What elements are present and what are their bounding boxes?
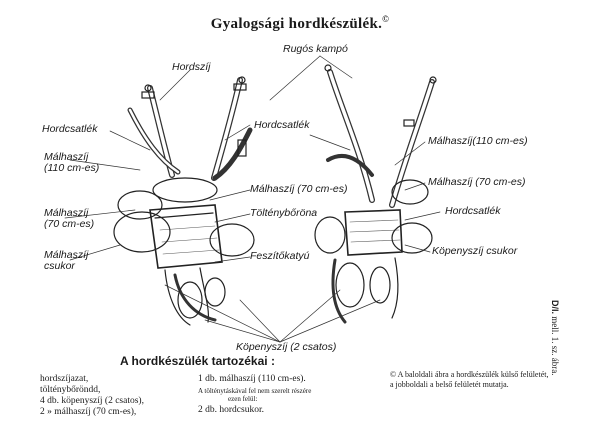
label-kopenyszij-csukor: Köpenyszíj csukor bbox=[432, 245, 518, 257]
side-reference: D/l. mell. 1. sz. ábra. bbox=[550, 300, 560, 376]
page-title: Gyalogsági hordkészülék.© bbox=[0, 14, 600, 33]
list-item: hordszíjazat, bbox=[40, 374, 89, 384]
label-hordcsatlek-mid: Hordcsatlék bbox=[254, 119, 310, 131]
list-item: 4 db. köpenyszíj (2 csatos), bbox=[40, 396, 144, 406]
label-malhaszij-70-left-line2: (70 cm-es) bbox=[44, 218, 95, 230]
label-toltenyborona: Tölténybőröna bbox=[250, 207, 318, 219]
accessories-list-left: hordszíjazat, tölténybőröndd, 4 db. köpe… bbox=[40, 374, 144, 418]
label-rugos-kampo: Rugós kampó bbox=[283, 43, 348, 55]
label-malhaszij-70-left: Málhaszíj (70 cm-es) bbox=[44, 208, 94, 230]
accessories-caption: A hordkészülék tartozékai : bbox=[120, 354, 275, 368]
list-item: 1 db. málhaszíj (110 cm-es). bbox=[198, 374, 306, 384]
side-reference-code: D/l. bbox=[550, 300, 560, 315]
label-malhaszij-70-right: Málhaszíj (70 cm-es) bbox=[428, 176, 526, 188]
left-harness bbox=[113, 76, 255, 326]
page-title-text: Gyalogsági hordkészülék. bbox=[210, 16, 383, 32]
label-feszitokatyu: Feszítőkatyú bbox=[250, 250, 310, 262]
label-malhaszij-110-left: Málhaszíj (110 cm-es) bbox=[44, 152, 99, 174]
label-hordszij: Hordszíj bbox=[172, 61, 211, 73]
label-malhaszij-110-left-line1: Málhaszíj bbox=[44, 151, 89, 163]
label-malhaszij-110-left-line2: (110 cm-es) bbox=[44, 162, 100, 174]
label-hordcsatlek-left: Hordcsatlék bbox=[42, 123, 98, 135]
label-malhaszij-csukor: Málhaszíj csukor bbox=[44, 250, 88, 272]
label-malhaszij-70-mid: Málhaszíj (70 cm-es) bbox=[250, 183, 348, 195]
figure-note: © A baloldali ábra a hordkészülék külső … bbox=[390, 370, 549, 389]
accessories-list-mid: 1 db. málhaszíj (110 cm-es). A tölténytá… bbox=[198, 374, 311, 416]
list-item: 2 » málhaszíj (70 cm-es), bbox=[40, 407, 137, 417]
label-hordcsatlek-right: Hordcsatlék bbox=[445, 205, 501, 217]
label-malhaszij-70-left-line1: Málhaszíj bbox=[44, 207, 89, 219]
label-malhaszij-110-right: Málhaszíj(110 cm-es) bbox=[428, 135, 528, 147]
label-malhaszij-csukor-line1: Málhaszíj bbox=[44, 249, 89, 261]
label-malhaszij-csukor-line2: csukor bbox=[44, 260, 75, 272]
list-note: A tölténytáskával fel nem szerelt részér… bbox=[198, 387, 312, 395]
list-item: 2 db. hordcsukor. bbox=[198, 405, 264, 415]
right-harness bbox=[314, 64, 437, 324]
title-footnote-mark: © bbox=[382, 14, 390, 24]
label-kopenyszij-2: Köpenyszíj (2 csatos) bbox=[236, 341, 337, 353]
side-reference-text: mell. 1. sz. ábra. bbox=[550, 316, 560, 376]
list-item: tölténybőröndd, bbox=[40, 385, 101, 395]
list-note: ezen felül: bbox=[228, 395, 258, 403]
leader-lines bbox=[64, 55, 441, 343]
